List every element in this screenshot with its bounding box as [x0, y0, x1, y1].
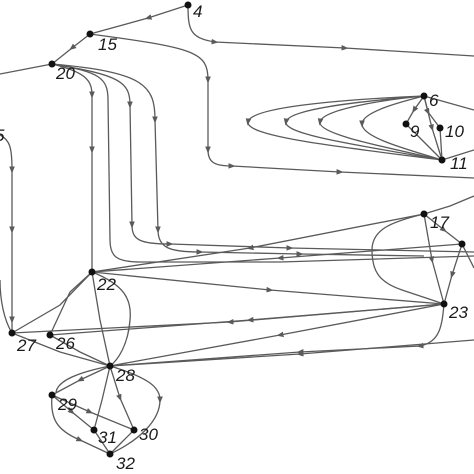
- edge: [51, 63, 95, 272]
- graph-node: [106, 450, 114, 458]
- node-label: 32: [116, 454, 135, 473]
- edge: [245, 95, 443, 161]
- node-label: 17: [430, 213, 449, 232]
- edge: [51, 63, 474, 263]
- node-label: 20: [55, 64, 75, 83]
- edge: [51, 365, 111, 396]
- graph-node: [106, 362, 114, 370]
- node-label: 30: [139, 425, 158, 444]
- node-label: 11: [450, 154, 468, 173]
- graph-node: [438, 156, 446, 164]
- node-label: 26: [55, 334, 75, 353]
- edge: [109, 365, 135, 431]
- node-label: 4: [193, 2, 202, 21]
- node-label: 6: [429, 91, 439, 110]
- edge: [371, 213, 445, 305]
- edge: [51, 394, 135, 431]
- node-label: 15: [98, 35, 117, 54]
- graph-node: [420, 92, 428, 100]
- edge: [109, 339, 474, 367]
- graph-node: [436, 124, 444, 132]
- graph-node: [440, 300, 448, 308]
- graph-node: [88, 268, 96, 276]
- edge: [49, 334, 111, 367]
- edge: [439, 127, 443, 161]
- edge: [91, 271, 445, 305]
- graph-node: [420, 210, 428, 218]
- node-label: 23: [448, 303, 468, 322]
- edge: [187, 4, 474, 57]
- node-label: 31: [98, 428, 117, 447]
- edge: [0, 279, 13, 334]
- edge: [51, 63, 474, 253]
- edge: [91, 213, 425, 273]
- edge: [0, 134, 15, 333]
- edge: [11, 332, 111, 367]
- edge: [0, 63, 53, 75]
- edge: [51, 33, 91, 65]
- edge: [11, 271, 93, 334]
- edges: [0, 4, 474, 455]
- edge: [423, 213, 463, 245]
- node-label: 5: [0, 126, 5, 145]
- node-label: 22: [96, 275, 116, 294]
- graph-node: [8, 329, 16, 337]
- graph-node: [402, 120, 410, 128]
- graph-node: [90, 426, 98, 434]
- edge: [441, 149, 474, 161]
- edge: [317, 95, 443, 161]
- edge: [109, 303, 445, 367]
- node-label: 9: [410, 122, 420, 141]
- edge: [93, 365, 111, 431]
- node-label: 27: [16, 336, 36, 355]
- node-label: 10: [445, 122, 464, 141]
- node-label: 29: [57, 395, 77, 414]
- edge: [109, 303, 445, 367]
- edge: [93, 429, 111, 455]
- edge: [283, 95, 443, 161]
- edge: [91, 243, 463, 273]
- edge: [423, 195, 474, 215]
- graph-node: [48, 60, 56, 68]
- edge: [423, 213, 445, 305]
- graph-node: [46, 331, 54, 339]
- edge: [89, 4, 189, 35]
- graph-node: [458, 240, 466, 248]
- graph-node: [48, 391, 56, 399]
- edge: [51, 63, 425, 257]
- edge: [49, 271, 93, 336]
- edge: [51, 394, 95, 431]
- edge: [109, 365, 163, 455]
- edge: [91, 271, 111, 367]
- edge: [405, 95, 425, 125]
- edge: [55, 365, 111, 393]
- graph-node: [184, 1, 192, 9]
- edge: [423, 95, 443, 161]
- edge: [109, 429, 135, 455]
- graph-node: [86, 30, 94, 38]
- edge: [405, 123, 443, 161]
- edge: [461, 243, 474, 269]
- edge: [443, 243, 463, 305]
- edge: [50, 394, 111, 455]
- graph-node: [130, 426, 138, 434]
- node-label: 28: [115, 366, 135, 385]
- edge: [359, 95, 443, 161]
- edge: [11, 303, 445, 334]
- edge: [91, 271, 131, 367]
- edge: [423, 95, 474, 111]
